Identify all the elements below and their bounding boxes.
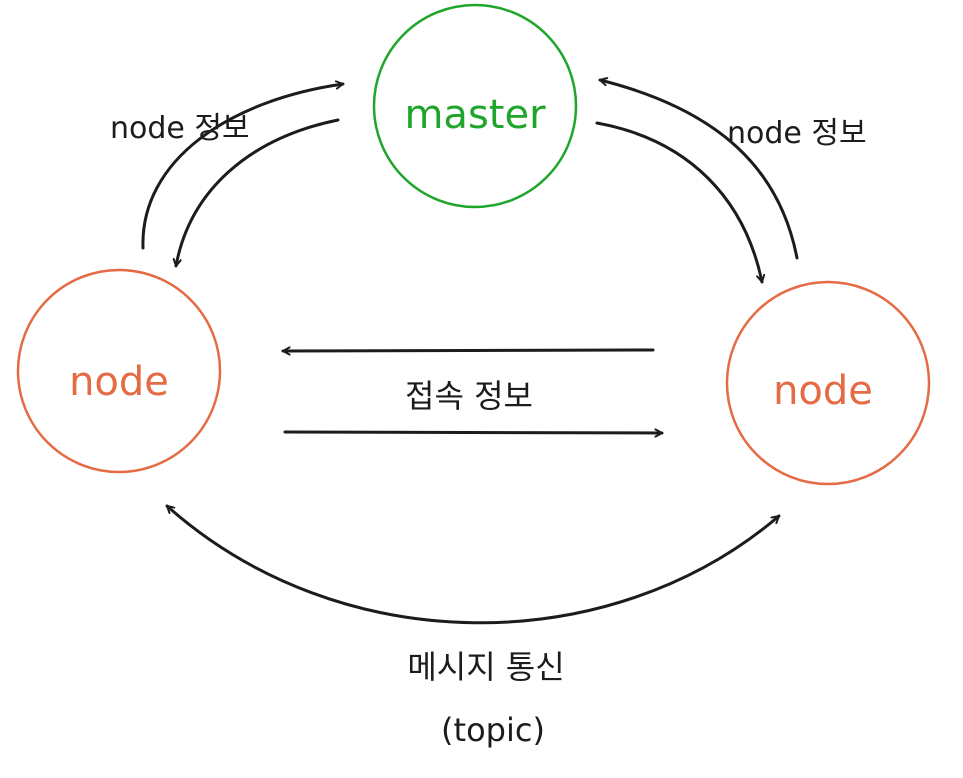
arrow-connection-to-left xyxy=(281,350,655,351)
arrow-right-node-to-master xyxy=(598,80,799,260)
arrow-master-to-right-node xyxy=(595,121,762,284)
master-label: master xyxy=(404,92,546,138)
right-top-label: node 정보 xyxy=(727,116,867,151)
right-node-circle xyxy=(725,280,931,486)
bottom-label-line2: (topic) xyxy=(441,711,545,749)
left-node-circle xyxy=(16,268,222,474)
arrow-connection-to-right xyxy=(283,432,664,433)
left-node-label: node xyxy=(69,359,169,405)
left-top-label: node 정보 xyxy=(110,111,250,146)
master-circle xyxy=(372,3,578,209)
middle-label: 접속 정보 xyxy=(405,377,533,415)
bottom-label-line1: 메시지 통신 xyxy=(407,648,564,686)
arrow-message-communication xyxy=(165,504,781,625)
arrow-left-node-to-master xyxy=(141,84,345,250)
right-node-label: node xyxy=(773,368,873,414)
arrow-master-to-left-node xyxy=(176,118,340,268)
